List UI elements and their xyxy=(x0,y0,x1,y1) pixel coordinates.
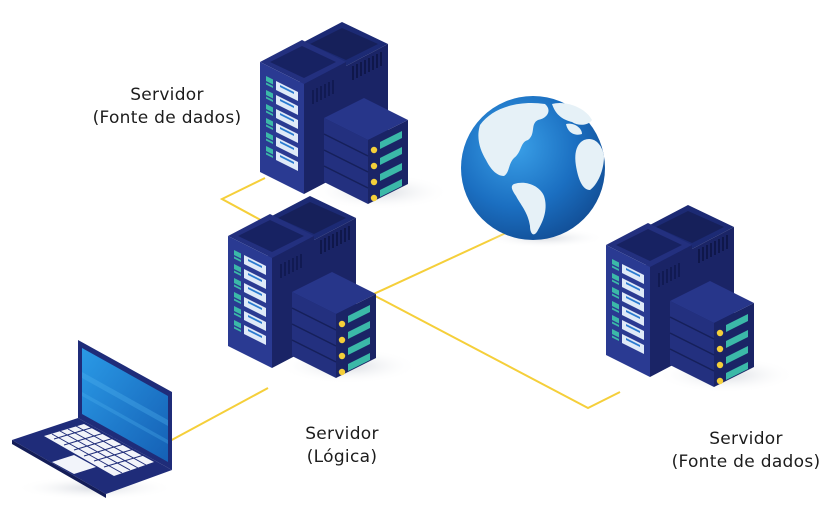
edge-server-top-to-logic xyxy=(219,177,269,225)
label-server-logic-line2: (Lógica) xyxy=(306,447,378,467)
server-logic-icon xyxy=(227,195,419,385)
label-server-top: Servidor (Fonte de dados) xyxy=(72,84,262,130)
label-server-right-line1: Servidor xyxy=(709,429,783,449)
label-server-right-line2: (Fonte de dados) xyxy=(671,452,821,472)
server-right-icon xyxy=(605,204,797,394)
laptop-icon xyxy=(12,340,175,500)
label-server-right: Servidor (Fonte de dados) xyxy=(651,428,839,474)
label-server-top-line1: Servidor xyxy=(130,85,204,105)
edge-logic-to-server-right xyxy=(359,287,621,410)
edge-logic-to-globe xyxy=(364,231,509,299)
server-top-icon xyxy=(259,21,451,211)
label-server-logic: Servidor (Lógica) xyxy=(272,423,412,469)
label-server-logic-line1: Servidor xyxy=(305,424,379,444)
edge-laptop-to-logic xyxy=(167,387,269,443)
label-server-top-line2: (Fonte de dados) xyxy=(92,108,242,128)
globe-icon xyxy=(461,96,605,248)
